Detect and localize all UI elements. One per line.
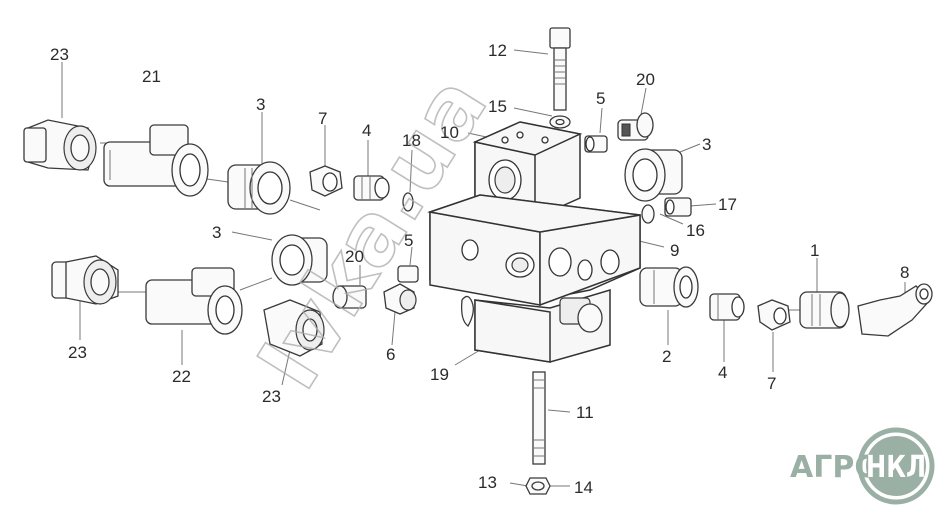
label-5-top: 5 — [596, 89, 605, 108]
tee-fitting-22 — [145, 267, 243, 335]
plug-6 — [383, 283, 417, 315]
fitting-3-middle — [271, 234, 328, 286]
tee-fitting-21 — [103, 124, 209, 197]
nut-7-bottom — [757, 299, 791, 331]
adapter-4-top — [353, 175, 390, 201]
label-23-top: 23 — [50, 45, 69, 64]
label-17: 17 — [718, 195, 737, 214]
label-14: 14 — [574, 478, 593, 497]
label-19: 19 — [430, 365, 449, 384]
nut-7-top — [309, 165, 343, 197]
union-nut-23-bottom-left — [51, 255, 119, 305]
bolt-12 — [549, 27, 571, 111]
label-13: 13 — [478, 473, 497, 492]
label-7-bottom: 7 — [767, 374, 776, 393]
agronkl-logo: АГРО НКЛ — [790, 427, 935, 505]
fitting-1 — [799, 291, 850, 329]
label-12: 12 — [488, 41, 507, 60]
union-nut-23-bottom — [263, 299, 325, 357]
elbow-8 — [857, 283, 933, 337]
label-6: 6 — [386, 345, 395, 364]
label-15: 15 — [488, 97, 507, 116]
label-4-top: 4 — [362, 121, 371, 140]
nipple-17 — [664, 197, 692, 217]
bolt-11 — [532, 371, 546, 465]
label-8: 8 — [900, 263, 909, 282]
label-1: 1 — [810, 241, 819, 260]
part-labels: 23 21 3 7 4 18 10 12 15 5 20 3 17 16 9 3… — [50, 41, 909, 497]
label-2: 2 — [662, 347, 671, 366]
valve-block-body — [427, 121, 641, 363]
label-10: 10 — [440, 123, 459, 142]
label-16: 16 — [686, 221, 705, 240]
label-23-bottom: 23 — [262, 387, 281, 406]
label-3-top-right: 3 — [702, 135, 711, 154]
washer-14 — [531, 481, 545, 491]
nipple-5-middle — [397, 265, 419, 283]
union-nut-23-top — [23, 119, 97, 171]
label-22: 22 — [172, 367, 191, 386]
fitting-2 — [639, 266, 699, 308]
label-5-middle: 5 — [404, 231, 413, 250]
label-9: 9 — [670, 241, 679, 260]
elbow-20-middle — [332, 285, 367, 309]
label-23-bottom-left: 23 — [68, 343, 87, 362]
logo-text-left: АГРО — [790, 450, 880, 485]
o-ring-16 — [641, 204, 655, 224]
o-ring-18 — [402, 192, 414, 212]
fitting-3-top-right — [624, 148, 683, 202]
elbow-20-top — [617, 112, 654, 141]
label-18: 18 — [402, 131, 421, 150]
nipple-5-top — [584, 135, 608, 153]
label-11: 11 — [576, 403, 594, 422]
logo-text-right: НКЛ — [866, 450, 926, 485]
label-20-middle: 20 — [345, 247, 364, 266]
fitting-3-top-left — [227, 161, 291, 215]
label-21: 21 — [142, 67, 161, 86]
label-4-bottom: 4 — [718, 363, 727, 382]
adapter-4-bottom — [709, 293, 745, 321]
washer-15 — [549, 115, 571, 129]
label-3-top-left: 3 — [256, 95, 265, 114]
label-20-top: 20 — [636, 70, 655, 89]
label-7-top: 7 — [318, 109, 327, 128]
label-3-middle: 3 — [212, 223, 221, 242]
